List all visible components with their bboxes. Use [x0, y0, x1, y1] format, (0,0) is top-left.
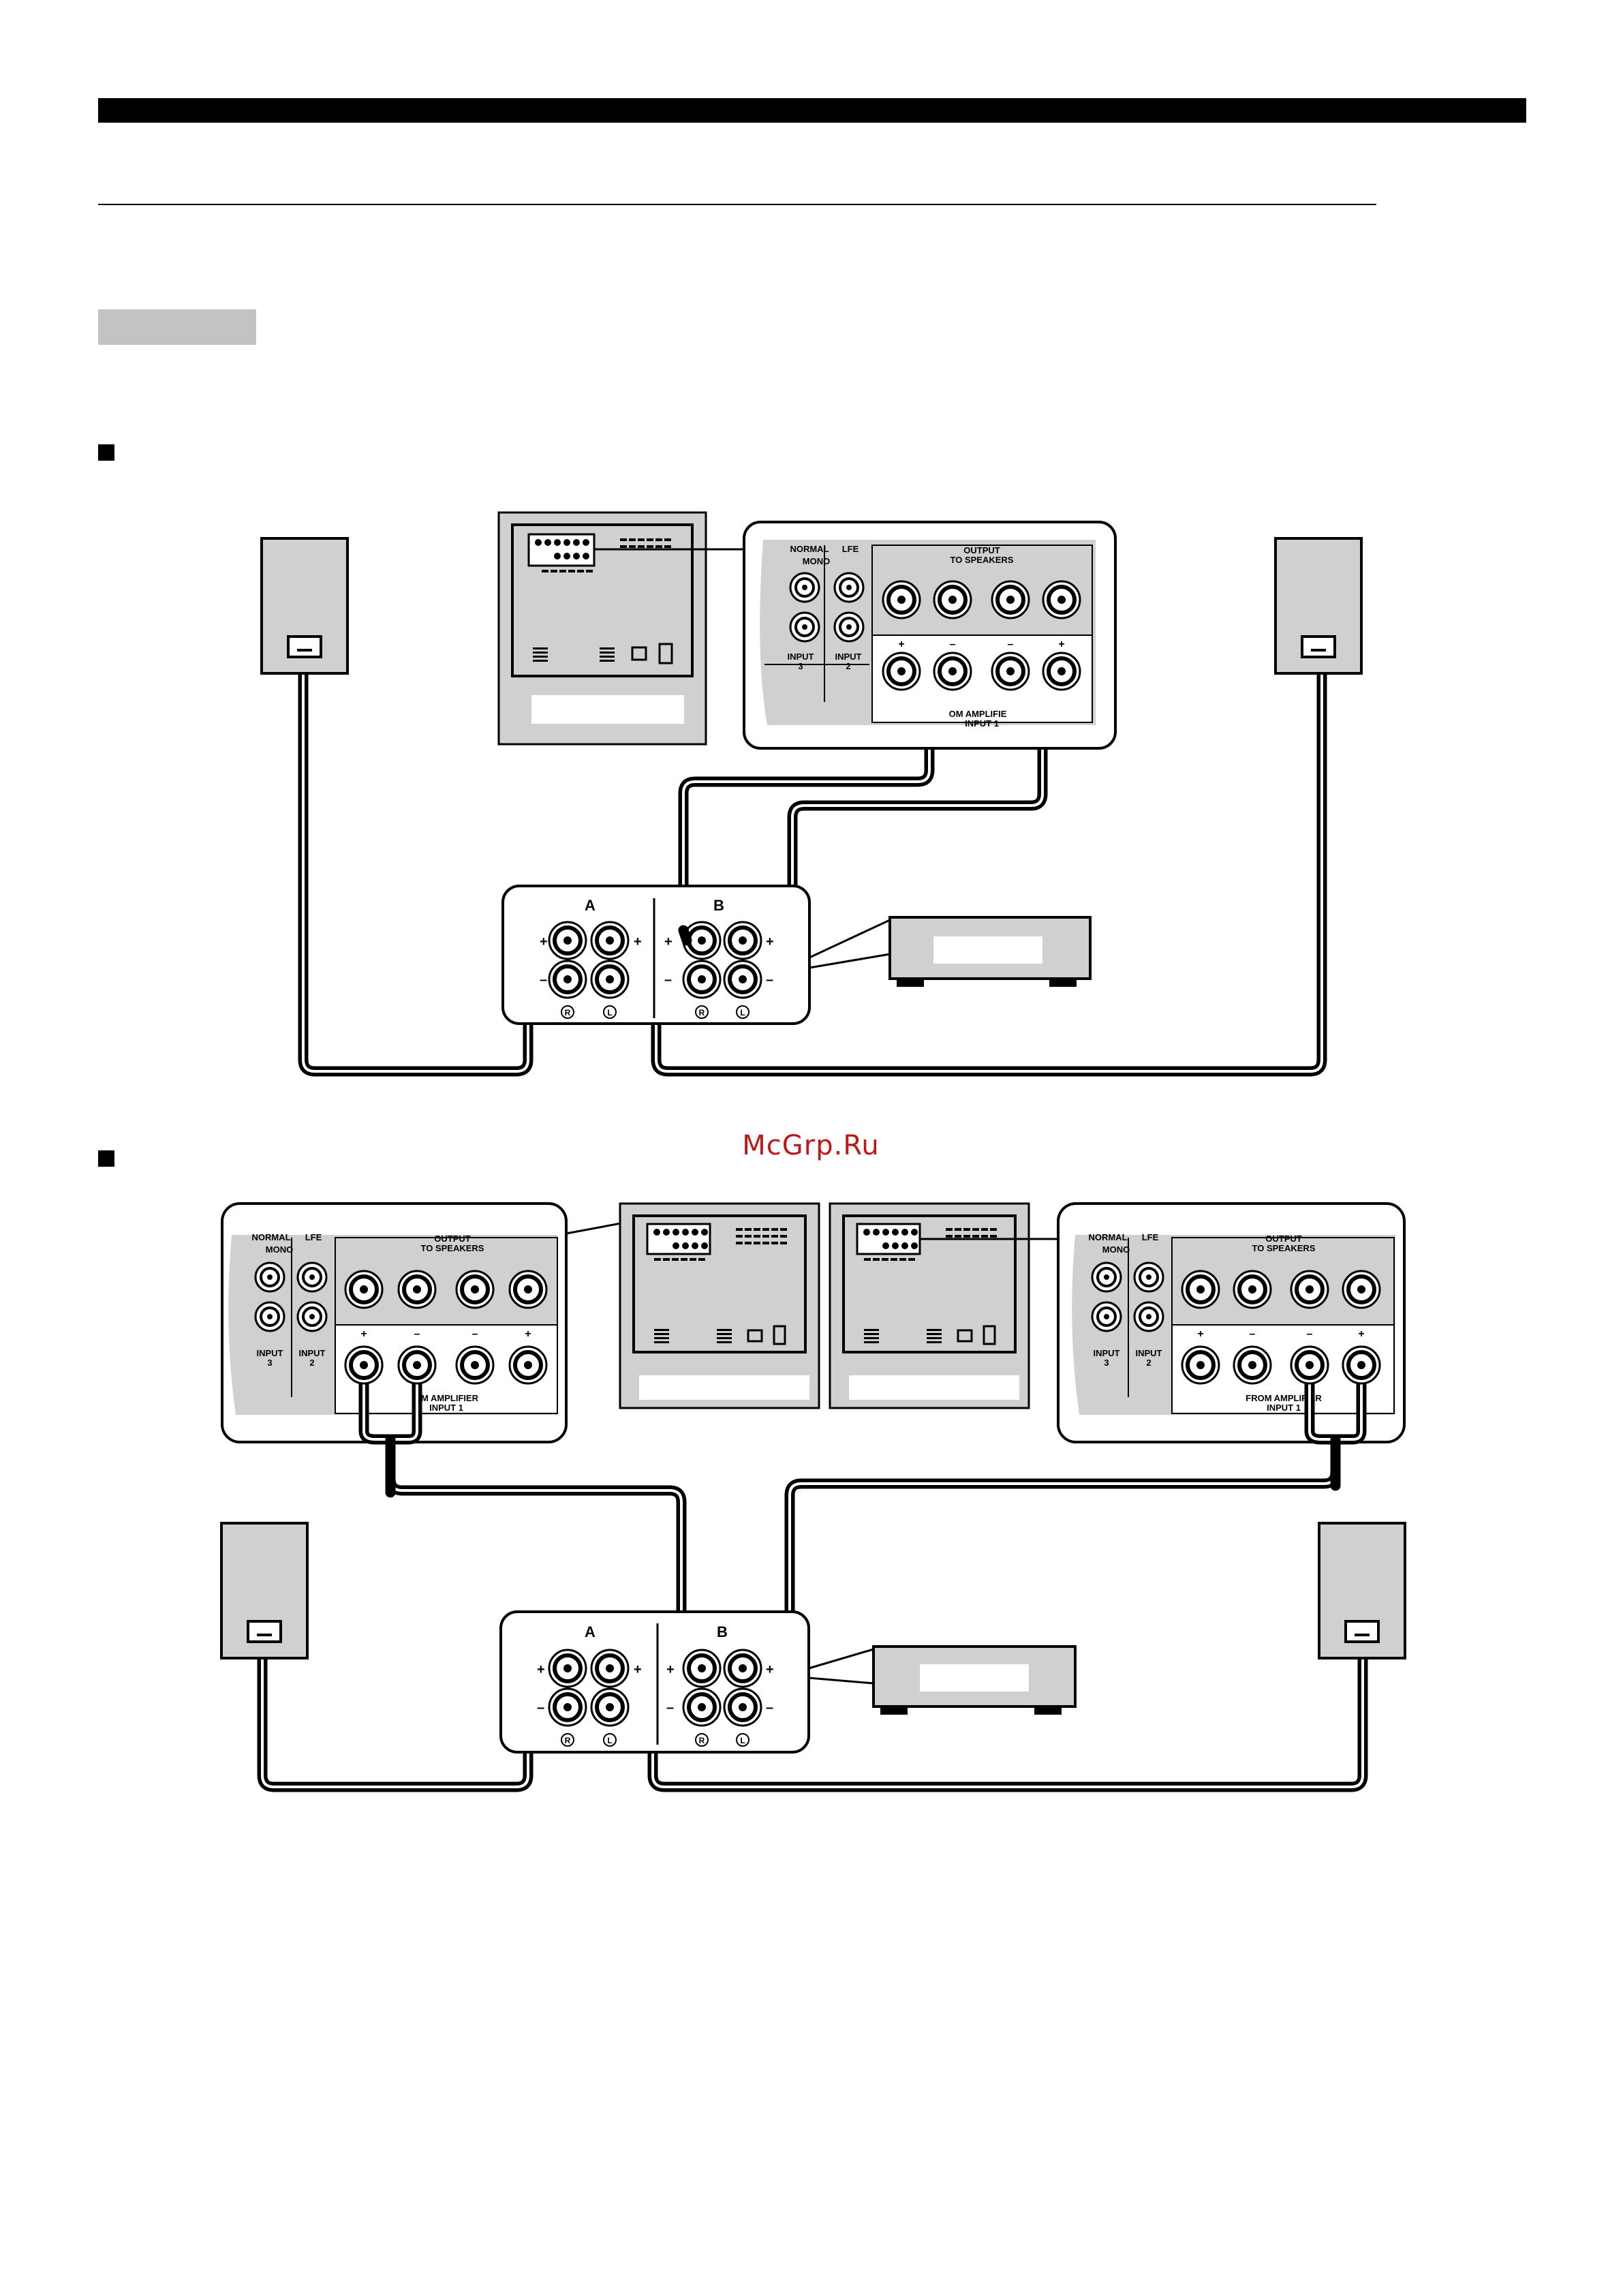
svg-text:OUTPUT: OUTPUT	[1265, 1234, 1302, 1244]
svg-text:–: –	[1250, 1328, 1256, 1340]
svg-text:+: +	[634, 1662, 642, 1677]
title-rule	[98, 204, 1376, 205]
svg-text:–: –	[766, 1700, 773, 1715]
svg-text:NORMAL: NORMAL	[251, 1232, 290, 1242]
svg-text:INPUT 1: INPUT 1	[429, 1403, 463, 1413]
svg-text:+: +	[525, 1328, 531, 1340]
svg-text:+: +	[540, 934, 548, 949]
svg-text:–: –	[664, 973, 672, 988]
svg-text:+: +	[537, 1662, 545, 1677]
svg-text:INPUT: INPUT	[788, 652, 814, 662]
section-bullet-1	[98, 444, 114, 461]
svg-text:TO SPEAKERS: TO SPEAKERS	[1252, 1243, 1316, 1253]
svg-text:–: –	[472, 1328, 478, 1340]
svg-text:MONO: MONO	[266, 1244, 293, 1255]
svg-text:LFE: LFE	[1142, 1232, 1159, 1242]
svg-text:A: A	[585, 897, 596, 914]
svg-text:OUTPUT: OUTPUT	[963, 545, 1000, 555]
svg-text:L: L	[740, 1736, 745, 1745]
amplifier-icon	[808, 1645, 1077, 1715]
svg-text:+: +	[898, 639, 904, 650]
svg-text:L: L	[740, 1008, 745, 1017]
svg-text:–: –	[1008, 639, 1014, 650]
svg-text:OUTPUT: OUTPUT	[434, 1234, 471, 1244]
subwoofer-icon	[829, 1202, 1068, 1409]
terminal-icon: NORMAL MONO LFE OUTPUT TO SPEAKERS INPUT…	[221, 1202, 640, 1443]
svg-text:3: 3	[267, 1358, 272, 1368]
terminal-icon: A B + – + + – + – R L R L	[499, 1610, 810, 1754]
section-bullet-2	[98, 1150, 114, 1167]
svg-text:R: R	[699, 1008, 705, 1017]
svg-text:+: +	[666, 1662, 675, 1677]
svg-text:LFE: LFE	[842, 544, 859, 554]
svg-text:R: R	[565, 1736, 571, 1745]
svg-text:2: 2	[1146, 1358, 1151, 1368]
svg-text:3: 3	[798, 661, 803, 671]
svg-text:A: A	[585, 1623, 596, 1640]
svg-text:+: +	[1358, 1328, 1364, 1340]
svg-text:B: B	[713, 897, 724, 914]
svg-text:TO SPEAKERS: TO SPEAKERS	[421, 1243, 484, 1253]
svg-text:MONO: MONO	[1102, 1244, 1130, 1255]
diagram-top: NORMAL MONO LFE OUTPUT TO SPEAKERS INPUT…	[260, 511, 1363, 1077]
subwoofer-icon	[497, 511, 756, 746]
speaker-icon	[1274, 537, 1363, 675]
svg-text:FROM AMPLIFIER: FROM AMPLIFIER	[1246, 1393, 1322, 1403]
svg-text:TO SPEAKERS: TO SPEAKERS	[950, 555, 1014, 565]
svg-text:2: 2	[309, 1358, 314, 1368]
svg-text:+: +	[766, 1662, 774, 1677]
svg-text:INPUT: INPUT	[1136, 1348, 1162, 1358]
svg-text:2: 2	[846, 661, 850, 671]
terminal-icon: NORMAL MONO LFE OUTPUT TO SPEAKERS INPUT…	[1057, 1202, 1406, 1443]
svg-text:INPUT: INPUT	[835, 652, 862, 662]
svg-text:INPUT 1: INPUT 1	[1267, 1403, 1301, 1413]
svg-text:INPUT: INPUT	[299, 1348, 326, 1358]
svg-text:–: –	[1307, 1328, 1313, 1340]
svg-text:INPUT: INPUT	[257, 1348, 283, 1358]
speaker-icon	[260, 537, 349, 675]
svg-text:NORMAL: NORMAL	[790, 544, 829, 554]
speaker-icon	[220, 1522, 309, 1659]
svg-text:L: L	[607, 1736, 612, 1745]
svg-text:–: –	[540, 973, 547, 988]
section-tab	[98, 309, 256, 345]
svg-text:L: L	[607, 1008, 612, 1017]
svg-text:MONO: MONO	[803, 556, 830, 566]
diagram-bottom: NORMAL MONO LFE OUTPUT TO SPEAKERS INPUT…	[220, 1202, 1406, 1792]
terminal-icon: NORMAL MONO LFE OUTPUT TO SPEAKERS INPUT…	[743, 521, 1117, 750]
terminal-icon: A B + – + + – + – R L R L	[501, 885, 811, 1025]
svg-text:–: –	[537, 1700, 544, 1715]
svg-text:–: –	[666, 1700, 674, 1715]
svg-text:+: +	[664, 934, 673, 949]
svg-text:OM AMPLIFIE: OM AMPLIFIE	[949, 709, 1007, 719]
svg-text:–: –	[766, 973, 773, 988]
amplifier-icon	[809, 916, 1092, 987]
svg-text:B: B	[717, 1623, 728, 1640]
svg-text:–: –	[950, 639, 956, 650]
svg-text:NORMAL: NORMAL	[1088, 1232, 1127, 1242]
svg-text:OM AMPLIFIER: OM AMPLIFIER	[414, 1393, 479, 1403]
svg-text:INPUT: INPUT	[1094, 1348, 1120, 1358]
svg-text:+: +	[766, 934, 774, 949]
svg-text:LFE: LFE	[305, 1232, 322, 1242]
svg-text:+: +	[1197, 1328, 1203, 1340]
svg-text:INPUT 1: INPUT 1	[965, 718, 999, 729]
svg-text:R: R	[699, 1736, 705, 1745]
svg-text:–: –	[414, 1328, 420, 1340]
svg-text:+: +	[360, 1328, 367, 1340]
svg-text:+: +	[1058, 639, 1064, 650]
svg-text:R: R	[565, 1008, 571, 1017]
svg-text:+: +	[634, 934, 642, 949]
speaker-icon	[1318, 1522, 1406, 1659]
svg-text:3: 3	[1104, 1358, 1109, 1368]
watermark-text: McGrp.Ru	[742, 1130, 880, 1161]
subwoofer-icon	[619, 1202, 820, 1409]
header-bar	[98, 98, 1526, 123]
